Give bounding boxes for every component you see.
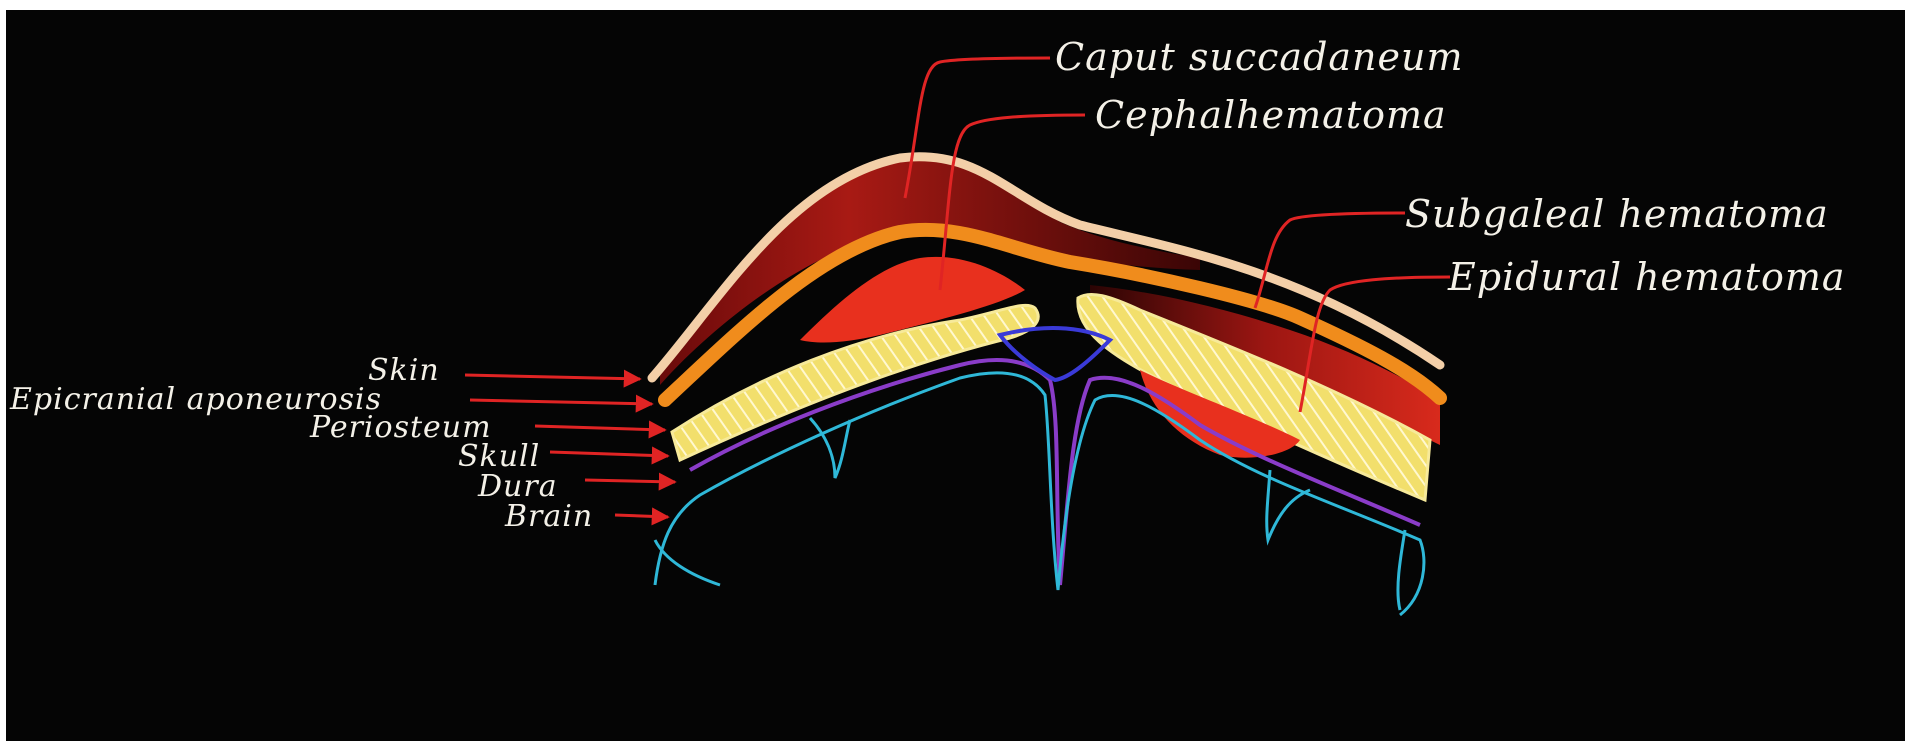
skin-arrow — [465, 375, 640, 379]
brain-sulcus-left — [810, 418, 850, 478]
label-subgaleal-hematoma: Subgaleal hematoma — [1405, 195, 1829, 233]
brain-sulcus-left-lower — [655, 540, 720, 585]
brain-arrow — [615, 515, 668, 517]
skull-arrow — [550, 452, 668, 456]
aponeurosis-arrow — [470, 400, 652, 404]
brain-sulcus-right-lower — [1398, 530, 1405, 610]
label-epidural-hematoma: Epidural hematoma — [1448, 258, 1846, 296]
label-caput-succadaneum: Caput succadaneum — [1055, 38, 1464, 76]
label-dura: Dura — [478, 472, 558, 502]
subgaleal-leader-line — [1255, 213, 1405, 308]
label-skull: Skull — [458, 442, 540, 472]
label-brain: Brain — [505, 502, 593, 532]
dura-arrow — [585, 480, 675, 482]
label-cephalhematoma: Cephalhematoma — [1095, 96, 1447, 134]
periosteum-arrow — [535, 426, 665, 430]
